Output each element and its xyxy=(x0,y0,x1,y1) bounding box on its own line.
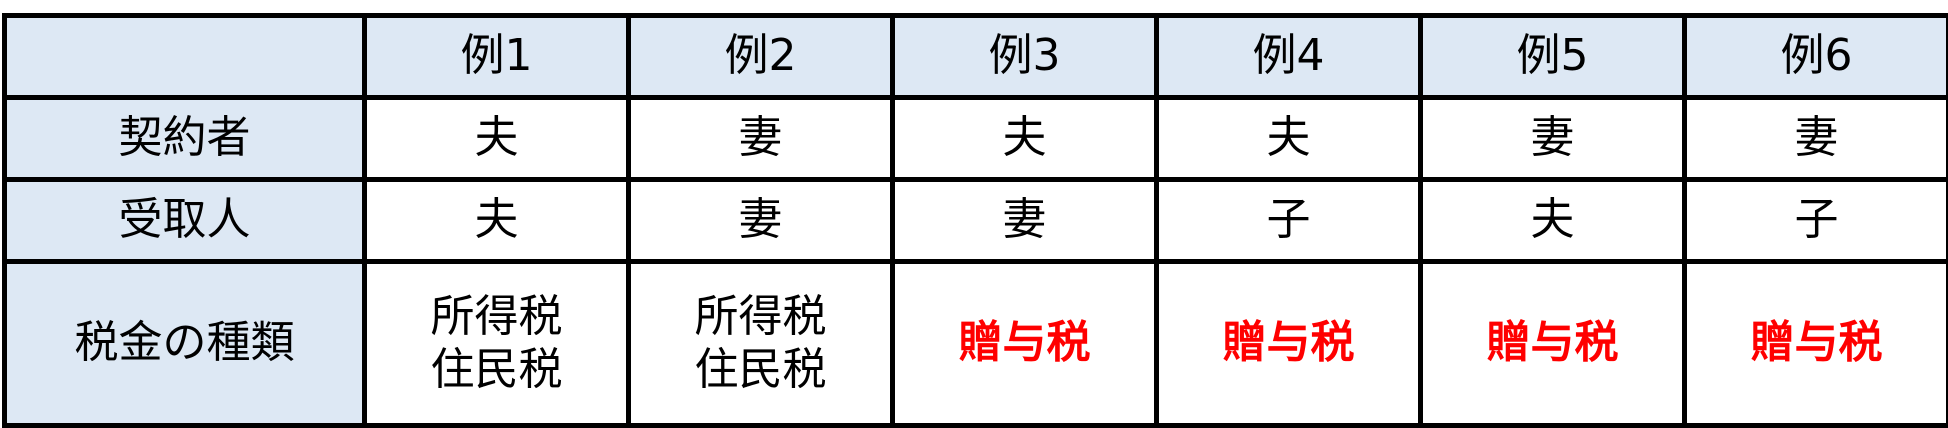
table-cell: 所得税 住民税 xyxy=(629,262,893,426)
table-cell: 妻 xyxy=(1421,98,1685,180)
table-cell: 夫 xyxy=(893,98,1157,180)
table-cell: 贈与税 xyxy=(1157,262,1421,426)
row-header-tax-type: 税金の種類 xyxy=(5,262,365,426)
header-row: 例1 例2 例3 例4 例5 例6 xyxy=(5,16,1948,98)
tax-line: 住民税 xyxy=(367,344,626,397)
column-header-example-6: 例6 xyxy=(1685,16,1948,98)
column-header-example-3: 例3 xyxy=(893,16,1157,98)
column-header-example-4: 例4 xyxy=(1157,16,1421,98)
tax-line: 所得税 xyxy=(631,291,890,344)
table-cell: 所得税 住民税 xyxy=(365,262,629,426)
column-header-example-2: 例2 xyxy=(629,16,893,98)
column-header-example-1: 例1 xyxy=(365,16,629,98)
tax-line: 住民税 xyxy=(631,344,890,397)
table-cell: 妻 xyxy=(629,98,893,180)
table-cell: 夫 xyxy=(1421,180,1685,262)
table-cell: 贈与税 xyxy=(1421,262,1685,426)
table-cell: 妻 xyxy=(1685,98,1948,180)
table-cell: 夫 xyxy=(365,98,629,180)
table-cell: 妻 xyxy=(893,180,1157,262)
table-cell: 贈与税 xyxy=(1685,262,1948,426)
row-header-recipient: 受取人 xyxy=(5,180,365,262)
row-header-contractor: 契約者 xyxy=(5,98,365,180)
table-cell: 子 xyxy=(1157,180,1421,262)
gift-tax-label: 贈与税 xyxy=(1159,317,1418,370)
corner-cell xyxy=(5,16,365,98)
tax-example-table: 例1 例2 例3 例4 例5 例6 契約者 夫 妻 夫 夫 妻 妻 受取人 夫 … xyxy=(2,13,1948,428)
table-cell: 子 xyxy=(1685,180,1948,262)
table-cell: 贈与税 xyxy=(893,262,1157,426)
column-header-example-5: 例5 xyxy=(1421,16,1685,98)
table-row-recipient: 受取人 夫 妻 妻 子 夫 子 xyxy=(5,180,1948,262)
table-cell: 夫 xyxy=(365,180,629,262)
table-row-contractor: 契約者 夫 妻 夫 夫 妻 妻 xyxy=(5,98,1948,180)
tax-line: 所得税 xyxy=(367,291,626,344)
gift-tax-label: 贈与税 xyxy=(895,317,1154,370)
table-cell: 夫 xyxy=(1157,98,1421,180)
table-row-tax-type: 税金の種類 所得税 住民税 所得税 住民税 贈与税 贈与税 贈与税 贈与税 xyxy=(5,262,1948,426)
table-cell: 妻 xyxy=(629,180,893,262)
gift-tax-label: 贈与税 xyxy=(1423,317,1682,370)
gift-tax-label: 贈与税 xyxy=(1687,317,1946,370)
